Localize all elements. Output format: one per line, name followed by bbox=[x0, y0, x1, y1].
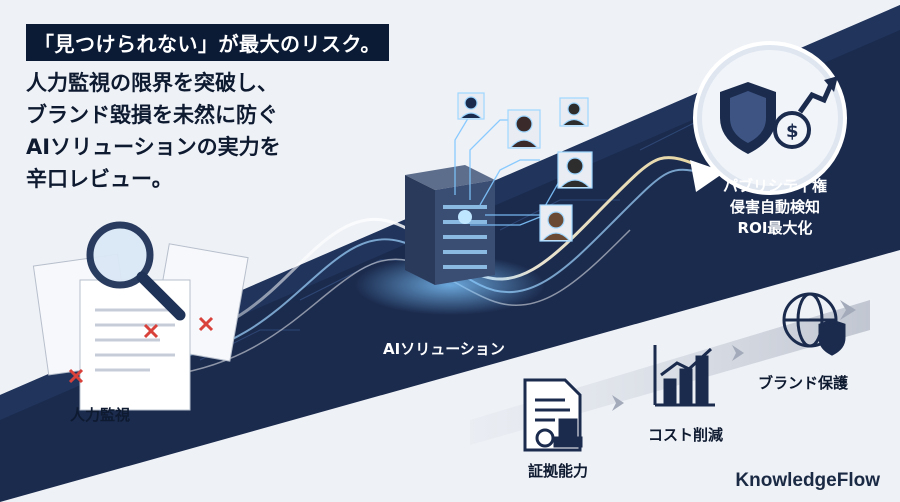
label-brand-protection: ブランド保護 bbox=[758, 374, 849, 392]
headline-line-2: ブランド毀損を未然に防ぐ bbox=[26, 103, 278, 127]
error-marks bbox=[68, 316, 214, 384]
headline-line-3: AIソリューションの実力を bbox=[26, 135, 281, 159]
label-manual: 人力監視 bbox=[70, 406, 131, 424]
shield-dollar-icon: $ bbox=[693, 41, 847, 195]
roi-line-2: 侵害自動検知 bbox=[729, 198, 820, 216]
magnifier-icon bbox=[86, 221, 186, 321]
bar-chart-icon bbox=[653, 345, 715, 407]
server-icon bbox=[355, 165, 545, 315]
label-evidence: 証拠能力 bbox=[528, 462, 589, 480]
headline-line-4: 辛口レビュー。 bbox=[26, 167, 173, 191]
roi-line-3: ROI最大化 bbox=[737, 219, 813, 237]
label-cost: コスト削減 bbox=[648, 426, 724, 444]
svg-text:$: $ bbox=[786, 121, 799, 142]
label-ai: AIソリューション bbox=[383, 340, 505, 358]
chevrons bbox=[612, 300, 856, 411]
knowledgeflow-logo: KnowledgeFlow bbox=[735, 470, 880, 491]
roi-line-1: パブリシティ権 bbox=[722, 177, 828, 195]
certificate-stamp-icon bbox=[523, 378, 583, 452]
arrow-icon bbox=[690, 160, 725, 192]
globe-shield-icon bbox=[782, 292, 846, 356]
roi-label: パブリシティ権 侵害自動検知 ROI最大化 bbox=[690, 176, 860, 239]
headline: 「見つけられない」が最大のリスク。 人力監視の限界を突破し、 ブランド毀損を未然… bbox=[26, 24, 389, 195]
headline-boxed: 「見つけられない」が最大のリスク。 bbox=[26, 24, 389, 61]
face-icon bbox=[457, 92, 593, 242]
headline-line-1: 人力監視の限界を突破し、 bbox=[26, 71, 278, 95]
